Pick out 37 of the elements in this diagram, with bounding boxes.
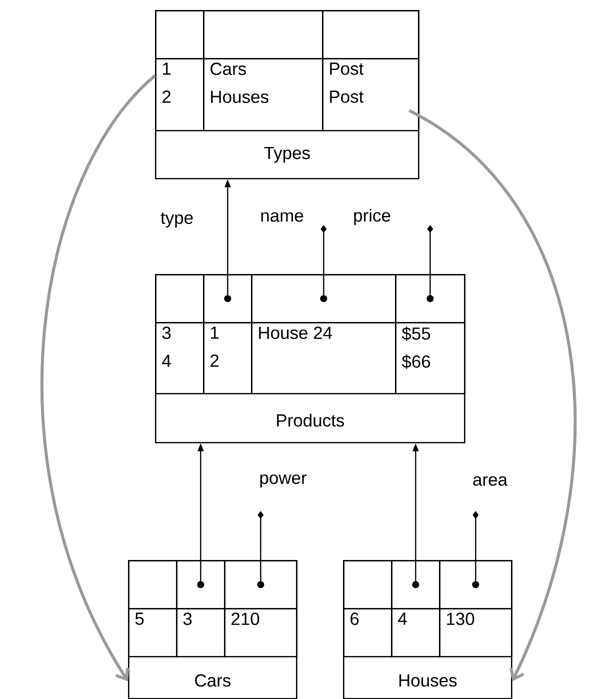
header-cell [391, 560, 440, 610]
header-cell [224, 560, 298, 610]
header-cell [176, 560, 226, 610]
table-cell: $55 $66 [395, 322, 466, 394]
leader-line [472, 511, 480, 588]
header-cell [343, 560, 392, 610]
header-cell [203, 274, 252, 324]
table-cell: 1 2 [203, 322, 252, 394]
attribute-label: power [260, 474, 307, 488]
table-cell: Cars Houses [203, 58, 324, 132]
header-cell [395, 274, 466, 324]
table-cell: House 24 [251, 322, 396, 394]
table-cell: 1 2 [155, 58, 204, 132]
edge-label: type [158, 210, 196, 230]
header-cell [128, 560, 178, 610]
table-cell: 6 [343, 608, 392, 658]
table-cell: 5 [128, 608, 178, 658]
table-cell: 210 [224, 608, 298, 658]
table-cell: 3 [176, 608, 226, 658]
attribute-label: price [354, 208, 390, 226]
header-cell [251, 274, 396, 324]
header-cell [155, 10, 204, 60]
header-cell [322, 10, 420, 60]
header-cell [439, 560, 512, 610]
header-cell [155, 274, 204, 324]
table-cell: Post Post [322, 58, 420, 132]
leader-line [426, 225, 434, 302]
leader-line [320, 225, 328, 302]
header-cell [203, 10, 324, 60]
curved-arrow [408, 109, 576, 682]
table-cell: 3 4 [155, 322, 204, 394]
leader-line [257, 511, 264, 588]
attribute-label: area [473, 476, 508, 486]
curved-arrow [40, 74, 156, 682]
table-cell: 4 [391, 608, 440, 658]
table-cell: 130 [439, 608, 512, 658]
attribute-label: name [261, 212, 304, 222]
